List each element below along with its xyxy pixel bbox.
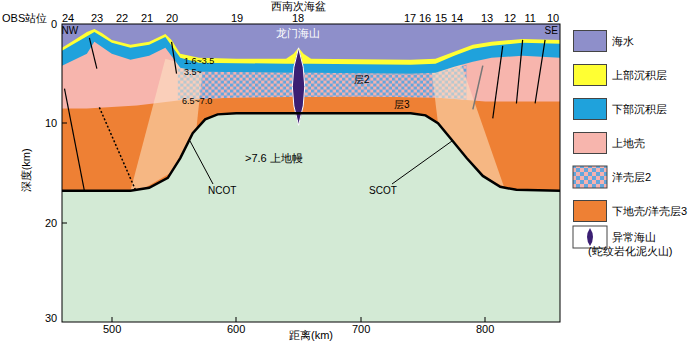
- fault-line: [172, 42, 177, 74]
- station-number: 17: [404, 12, 416, 25]
- fault-line: [64, 89, 84, 191]
- legend-swatch: [573, 30, 607, 52]
- station-number: 20: [166, 12, 178, 25]
- legend-seamount-symbol: [587, 228, 593, 246]
- station-number: 18: [292, 12, 304, 25]
- mantle-label: >7.6 上地幔: [245, 152, 303, 165]
- seawater: [62, 24, 560, 60]
- direction-label: NW: [62, 25, 79, 37]
- layer-label: 层2: [354, 74, 370, 86]
- x-axis-title: 距离(km): [289, 329, 333, 342]
- station-number: 16: [419, 12, 431, 25]
- x-tick-label: 700: [352, 323, 370, 336]
- y-tick-label: 10: [45, 117, 57, 130]
- fault-line: [89, 38, 96, 69]
- seamount-name: 龙门海山: [276, 27, 320, 39]
- legend-pattern-swatch: [573, 166, 607, 188]
- plot-frame: [62, 24, 560, 322]
- velocity-label: 3.5~: [184, 67, 202, 77]
- x-tick-label: 800: [476, 323, 494, 336]
- leader-line: [392, 141, 452, 184]
- station-number: 24: [62, 12, 74, 25]
- axis-ticks: [62, 123, 485, 322]
- legend-text: 上部沉积层: [612, 69, 667, 82]
- cot-label: SCOT: [369, 185, 397, 197]
- fault-line: [473, 66, 483, 110]
- station-number: 13: [481, 12, 493, 25]
- legend-swatch: [573, 64, 607, 86]
- station-number: 10: [547, 12, 559, 25]
- y-axis-title: 深度(km): [20, 148, 33, 192]
- fault-line: [535, 40, 545, 104]
- legend-text: 海水: [612, 35, 634, 48]
- legend-text: 下部沉积层: [612, 103, 667, 116]
- lower-crust: [62, 24, 560, 191]
- legend-text: 洋壳层2: [612, 171, 651, 184]
- lower-sediment: [62, 24, 560, 74]
- x-tick-label: 500: [103, 323, 121, 336]
- station-number: 12: [504, 12, 516, 25]
- fault-line: [493, 46, 503, 118]
- obs-label: OBS站位: [2, 12, 47, 25]
- fault-line: [99, 107, 135, 189]
- station-number: 15: [435, 12, 447, 25]
- moho-line: [62, 113, 560, 190]
- x-tick-label: 600: [227, 323, 245, 336]
- leader-line: [190, 141, 213, 184]
- fault-line: [516, 40, 522, 104]
- y-tick-label: 20: [45, 217, 57, 230]
- layer-label: 层3: [394, 99, 410, 111]
- direction-label: SE: [545, 25, 558, 37]
- station-number: 22: [116, 12, 128, 25]
- y-tick-label: 0: [51, 18, 57, 31]
- upper-sediment: [62, 24, 560, 65]
- legend-text: 异常海山 (蛇纹岩化泥火山): [588, 230, 696, 258]
- station-number: 11: [525, 12, 536, 25]
- upper-crust: [62, 24, 560, 108]
- legend-text: 下地壳/洋壳层3: [612, 205, 687, 218]
- station-number: 19: [231, 12, 243, 25]
- legend-seamount-swatch: [573, 226, 607, 248]
- station-number: 23: [91, 12, 103, 25]
- cot-label: NCOT: [208, 185, 236, 197]
- legend-swatch: [573, 98, 607, 120]
- upper-mantle: [62, 24, 560, 322]
- station-number: 21: [141, 12, 153, 25]
- y-tick-label: 30: [45, 312, 57, 325]
- legend-swatch: [573, 132, 607, 154]
- basin-title: 西南次海盆: [271, 0, 326, 13]
- legend-text: 上地壳: [612, 137, 645, 150]
- ncot-zone: [130, 59, 202, 191]
- station-number: 14: [451, 12, 463, 25]
- velocity-label: 6.5~7.0: [182, 96, 212, 106]
- scot-zone: [432, 62, 504, 187]
- legend-swatch: [573, 200, 607, 222]
- velocity-label: 1.6~3.5: [184, 56, 214, 66]
